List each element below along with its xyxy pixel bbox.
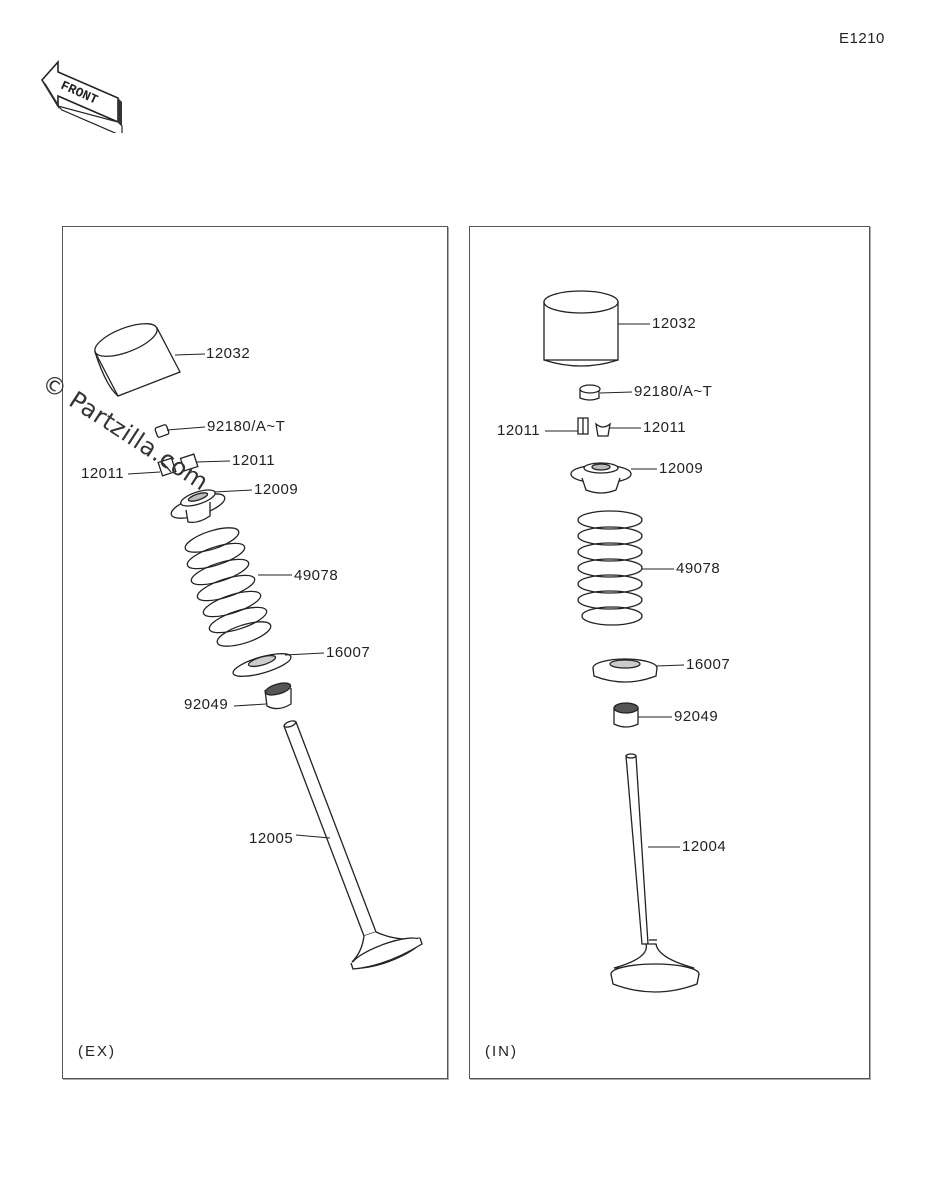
in-retainer [570, 462, 632, 494]
ex-cotter-right [179, 453, 199, 472]
ex-callout-shim: 92180/A~T [207, 418, 286, 435]
in-callout-retainer: 12009 [659, 460, 704, 477]
in-cotter-left [577, 417, 589, 435]
in-callout-shim: 92180/A~T [634, 383, 713, 400]
in-panel-label: (IN) [485, 1043, 518, 1060]
ex-panel-label: (EX) [78, 1043, 116, 1060]
ex-callout-cotter-left: 12011 [81, 465, 125, 482]
ex-spring-seat [232, 653, 292, 677]
in-spring-seat [592, 658, 658, 683]
in-callout-cotter-right: 12011 [643, 419, 687, 436]
ex-retainer [170, 489, 226, 524]
intake-panel [469, 226, 870, 1079]
ex-callout-valve: 12005 [249, 830, 294, 847]
in-callout-tappet: 12032 [652, 315, 697, 332]
in-callout-spring-seat: 16007 [686, 656, 731, 673]
in-valve [610, 753, 700, 993]
ex-callout-oil-seal: 92049 [184, 696, 229, 713]
ex-valve-spring [184, 527, 272, 647]
diagram-id: E1210 [839, 30, 885, 47]
in-shim [579, 384, 601, 401]
in-cotter-right [595, 422, 611, 437]
ex-cotter-left [157, 457, 177, 477]
in-tappet [543, 290, 619, 367]
ex-callout-spring-seat: 16007 [326, 644, 371, 661]
in-oil-seal [613, 702, 639, 728]
in-valve-spring [577, 510, 643, 626]
ex-callout-spring: 49078 [294, 567, 339, 584]
in-callout-spring: 49078 [676, 560, 721, 577]
exhaust-panel [62, 226, 448, 1079]
in-callout-cotter-left: 12011 [497, 422, 541, 439]
ex-oil-seal [264, 682, 292, 710]
ex-callout-retainer: 12009 [254, 481, 299, 498]
ex-shim [154, 424, 170, 438]
ex-valve [283, 720, 423, 970]
ex-tappet [94, 323, 181, 397]
in-callout-oil-seal: 92049 [674, 708, 719, 725]
ex-callout-tappet: 12032 [206, 345, 251, 362]
ex-callout-cotter-right: 12011 [232, 452, 276, 469]
front-arrow-icon: FRONT [41, 59, 123, 133]
in-callout-valve: 12004 [682, 838, 727, 855]
